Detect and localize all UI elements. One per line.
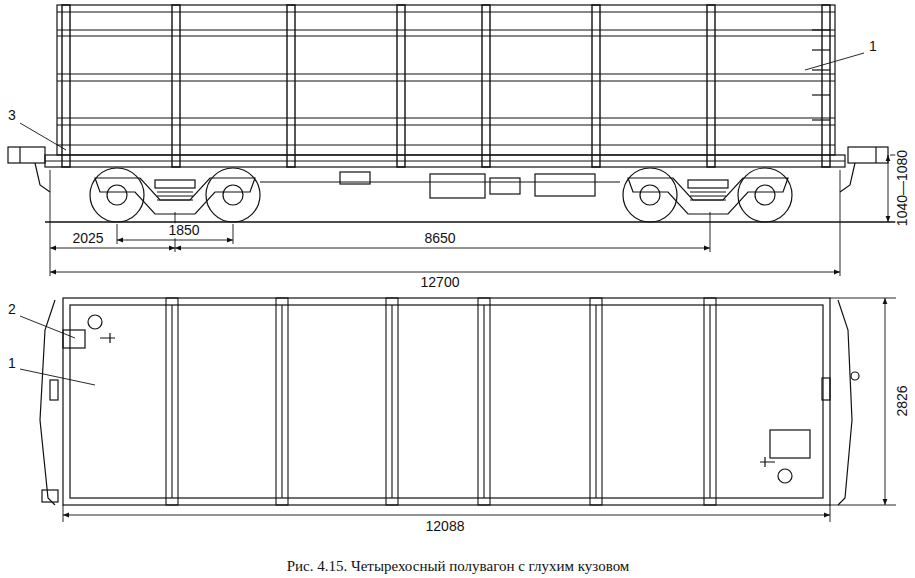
callout-number: 1	[6, 356, 18, 371]
side-view	[8, 5, 900, 222]
dimension-label: 12700	[419, 275, 462, 290]
dimension-lines	[20, 53, 900, 522]
dimension-label: 2025	[70, 231, 105, 246]
dimension-label: 8650	[422, 231, 457, 246]
dimension-label: 1850	[166, 223, 201, 238]
dimension-label: 2826	[895, 383, 910, 418]
dimension-label: 1040—1080	[895, 148, 910, 228]
callout-number: 1	[867, 39, 879, 54]
figure-caption: Рис. 4.15. Четырехосный полувагон с глух…	[287, 558, 630, 575]
callout-number: 2	[6, 302, 18, 317]
dimension-label: 12088	[424, 519, 467, 534]
callout-number: 3	[6, 108, 18, 123]
top-view	[40, 298, 859, 505]
